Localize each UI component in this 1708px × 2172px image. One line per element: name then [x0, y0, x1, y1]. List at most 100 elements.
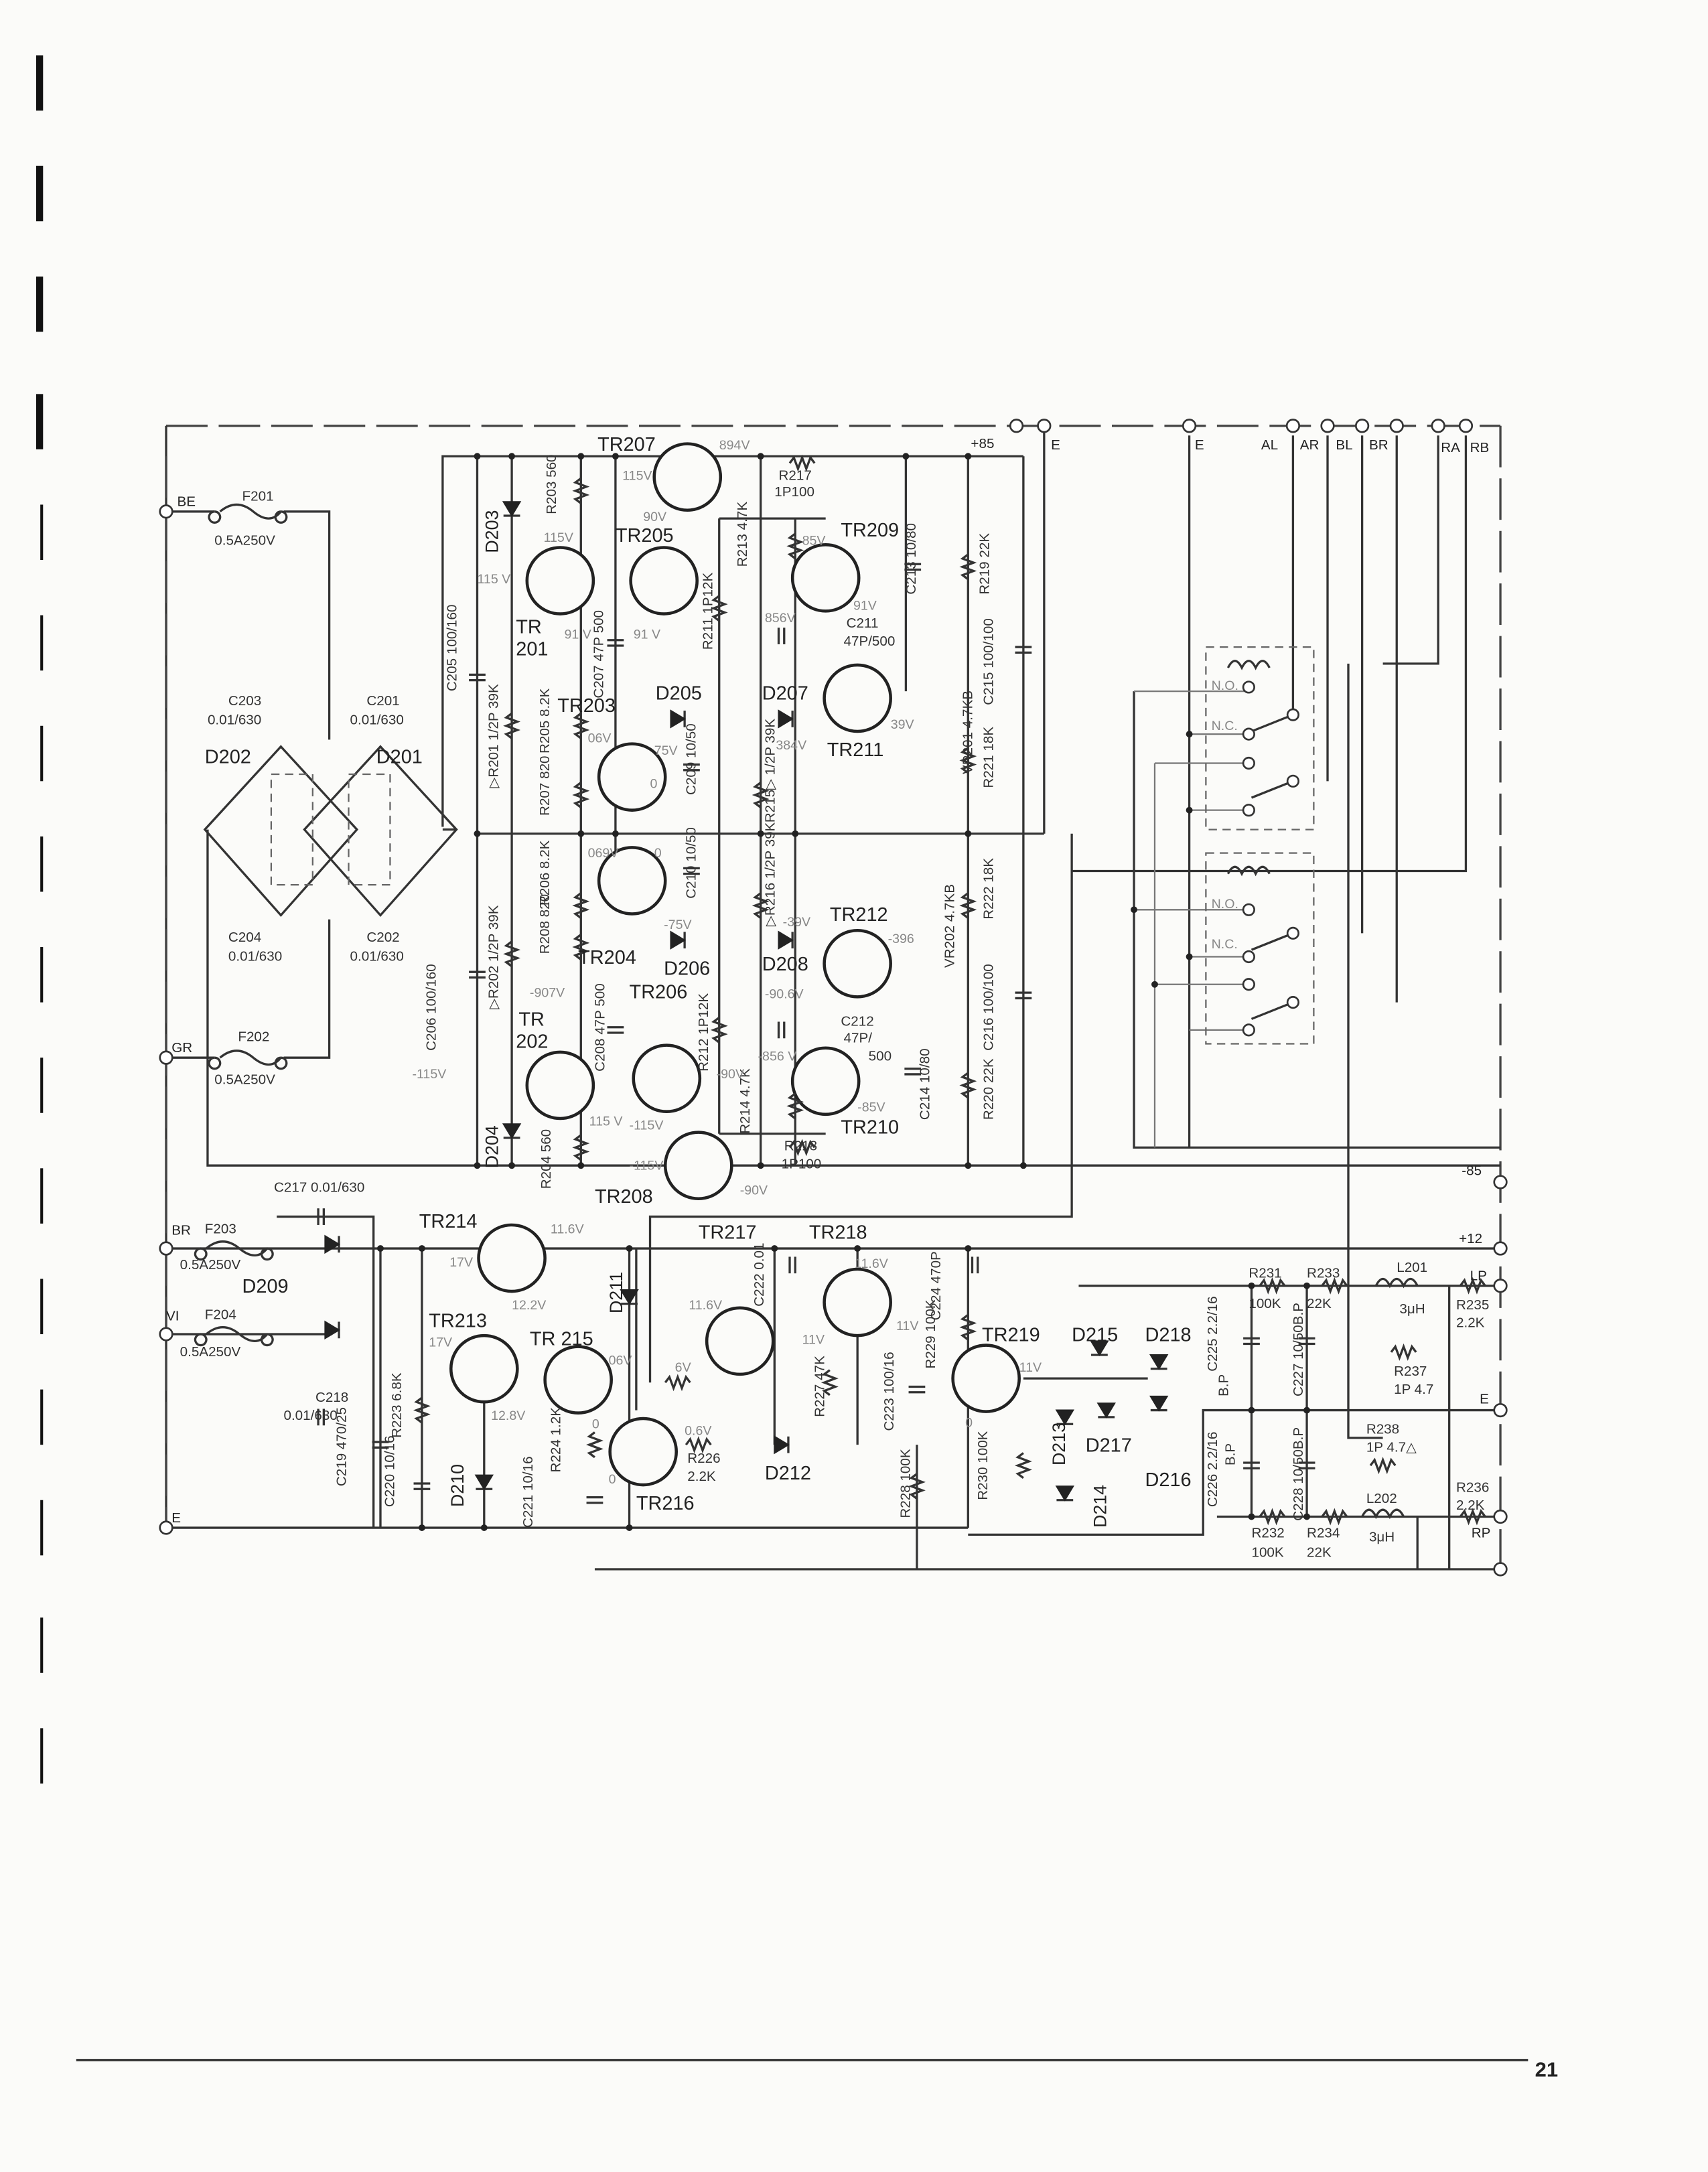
resistor: [1259, 1277, 1286, 1295]
diode: [1149, 1354, 1169, 1370]
resistor: [664, 1374, 691, 1392]
label-c217: C217 0.01/630: [274, 1179, 364, 1195]
fuse: [194, 1326, 274, 1347]
transistor: [608, 1417, 679, 1487]
label-no1: N.O.: [1212, 678, 1238, 693]
label-tr217: TR217: [699, 1222, 757, 1244]
label-p12: +12: [1459, 1231, 1482, 1246]
relay-common: [1286, 708, 1300, 721]
terminal: [1493, 1175, 1508, 1189]
junction: [1303, 1406, 1311, 1414]
page-number: 21: [1535, 2058, 1558, 2082]
label-bp1: B.P: [1216, 1374, 1231, 1396]
label-c220: C220 10/16: [382, 1435, 398, 1507]
label-c218v: 0.01/630: [283, 1408, 337, 1423]
relay-coil: [1226, 865, 1271, 877]
transistor: [525, 1050, 595, 1120]
resistor: [1014, 1452, 1032, 1479]
label-r211: R211 1P12K: [700, 573, 715, 650]
label-ra: RA: [1441, 440, 1460, 455]
transistor: [632, 1043, 702, 1113]
label-v0a: 0: [650, 777, 658, 792]
label-e-right: E: [1480, 1391, 1489, 1406]
junction: [577, 453, 585, 460]
junction: [474, 830, 481, 837]
label-d203: D203: [482, 510, 502, 553]
terminal: [1458, 419, 1474, 433]
transistor: [951, 1344, 1021, 1413]
margin-mark: [40, 1168, 44, 1224]
fuse: [194, 1240, 274, 1261]
label-v116c: 11.6V: [689, 1298, 722, 1313]
label-d214: D214: [1090, 1485, 1111, 1528]
label-r212: R212 1P12K: [696, 993, 711, 1072]
label-c222: C222 0.01: [752, 1243, 767, 1307]
label-f203: F203: [205, 1221, 236, 1236]
inductor: [1374, 1277, 1419, 1289]
label-r214: R214 4.7K: [737, 1068, 753, 1134]
label-v894: 894V: [719, 438, 750, 453]
resistor: [752, 782, 770, 808]
label-tr205: TR205: [616, 525, 674, 547]
relay-contact: [1242, 950, 1255, 964]
label-vm906: -90.6V: [765, 987, 804, 1001]
junction: [508, 1162, 516, 1169]
diode: [1149, 1395, 1169, 1412]
label-vm90a: -90V: [717, 1067, 744, 1082]
resistor: [959, 1313, 977, 1341]
components: [35, 55, 1508, 1784]
label-d210: D210: [447, 1464, 468, 1507]
diode: [774, 1435, 790, 1455]
label-r236: R236: [1456, 1479, 1489, 1495]
label-r224: R224 1.2K: [548, 1407, 563, 1473]
junction: [474, 1162, 481, 1169]
label-r216: ▷R216 1/2P 39K: [762, 822, 778, 926]
label-f204v: 0.5A250V: [180, 1344, 241, 1360]
junction: [612, 453, 619, 460]
label-d209: D209: [242, 1276, 289, 1297]
label-tr202b: 202: [516, 1031, 548, 1053]
label-bl: BL: [1336, 437, 1352, 453]
resistor: [821, 1369, 839, 1396]
label-r215: R215▷ 1/2P 39K: [762, 719, 778, 823]
terminal: [1493, 1241, 1508, 1256]
label-r235: R235: [1456, 1297, 1489, 1313]
resistor: [585, 1431, 603, 1459]
label-v116a: 11.6V: [551, 1222, 584, 1236]
label-c223: C223 100/16: [881, 1352, 897, 1431]
label-gr: GR: [171, 1040, 192, 1056]
relay-common: [1286, 926, 1300, 940]
label-r226v: 2.2K: [687, 1469, 716, 1484]
junction: [965, 453, 972, 460]
label-c204: C204: [228, 930, 261, 945]
relay-contact: [1242, 804, 1255, 817]
resistor: [503, 712, 521, 739]
label-v91c: 91V: [853, 598, 877, 613]
label-d215: D215: [1072, 1324, 1118, 1346]
label-vm396: -396: [888, 932, 914, 946]
resistor: [710, 595, 728, 622]
label-v11a: 11V: [802, 1332, 825, 1347]
junction: [965, 1162, 972, 1169]
margin-mark: [40, 504, 44, 561]
label-tr206: TR206: [630, 981, 688, 1003]
label-r235v: 2.2K: [1456, 1315, 1485, 1331]
label-tr216: TR216: [636, 1493, 695, 1514]
label-r237: R237: [1394, 1364, 1427, 1379]
label-bp2: B.P: [1223, 1443, 1238, 1465]
label-c213: C213 10/80: [904, 523, 919, 595]
terminal: [1493, 1279, 1508, 1293]
label-c208: C208 47P 500: [592, 983, 608, 1072]
junction: [377, 1245, 384, 1252]
label-c204v: 0.01/630: [228, 949, 282, 964]
label-tr201a: TR: [516, 616, 542, 638]
resistor: [908, 1473, 926, 1500]
terminal: [1389, 419, 1404, 433]
terminal: [1431, 419, 1445, 433]
label-rb: RB: [1470, 440, 1490, 455]
resistor: [685, 1436, 712, 1454]
resistor: [786, 1092, 804, 1120]
wire: [968, 1408, 1501, 1536]
label-v11c: 11V: [1019, 1360, 1042, 1375]
